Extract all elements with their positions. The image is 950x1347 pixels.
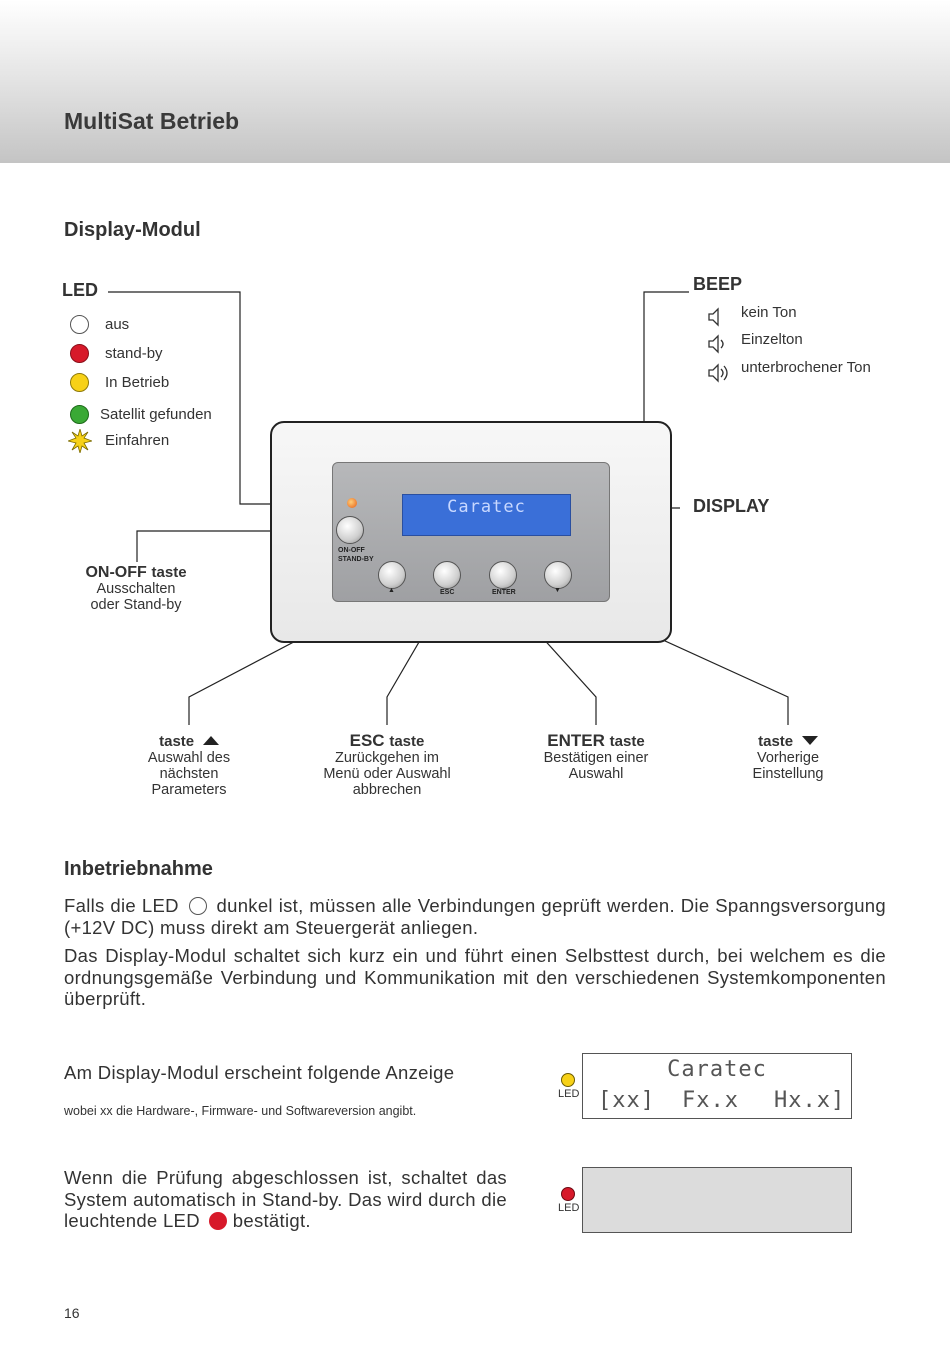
- step1-lcd-hw: [xx]: [598, 1088, 655, 1113]
- speaker-off-icon: [708, 307, 719, 327]
- step2-text: Wenn die Prüfung abgeschlossen ist, scha…: [64, 1167, 507, 1232]
- beep-state-interrupted: unterbrochener Ton: [741, 359, 871, 376]
- onoff-title: ON-OFF: [85, 564, 147, 581]
- header-band: [0, 0, 950, 163]
- commissioning-heading: Inbetriebnahme: [64, 858, 213, 880]
- down-button[interactable]: [544, 561, 572, 589]
- enter-callout-title: ENTER: [547, 731, 605, 750]
- onoff-button-label-line1: ON-OFF: [338, 547, 365, 554]
- down-desc-2: Einstellung: [752, 766, 824, 782]
- onoff-desc-2: oder Stand-by: [90, 597, 182, 613]
- step1-led-label: LED: [558, 1088, 580, 1100]
- led-standby-dot: [70, 344, 89, 363]
- page-number: 16: [64, 1305, 80, 1321]
- step1-note: wobei xx die Hardware-, Firmware- und So…: [64, 1104, 417, 1118]
- step1-lcd-sw: Hx.x]: [774, 1088, 846, 1113]
- led-state-off: aus: [105, 316, 130, 333]
- commissioning-paragraph-2: Das Display-Modul schaltet sich kurz ein…: [64, 945, 886, 1009]
- down-button-label: ▼: [554, 587, 561, 594]
- up-desc-3: Parameters: [151, 782, 227, 798]
- esc-callout-suffix: taste: [389, 733, 425, 750]
- led-heading: LED: [62, 280, 98, 300]
- led-off-inline-icon: [188, 897, 207, 915]
- enter-button[interactable]: [489, 561, 517, 589]
- onoff-suffix: taste: [151, 564, 187, 581]
- enter-desc-1: Bestätigen einer: [543, 750, 649, 766]
- step1-text: Am Display-Modul erscheint folgende Anze…: [64, 1062, 455, 1083]
- esc-callout-title: ESC: [349, 731, 385, 750]
- page-title: MultiSat Betrieb: [64, 108, 240, 134]
- speaker-single-icon: [708, 334, 724, 354]
- led-state-standby: stand-by: [105, 345, 163, 362]
- enter-callout: ENTER taste Bestätigen einer Auswahl: [511, 731, 681, 782]
- onoff-desc-1: Ausschalten: [96, 581, 176, 597]
- down-callout-suffix: taste: [758, 733, 794, 750]
- step1-lcd-display: Caratec [xx] Fx.x Hx.x]: [582, 1053, 852, 1119]
- step2-tail: bestätigt.: [232, 1210, 311, 1231]
- step1-lcd-line1: Caratec: [667, 1057, 767, 1082]
- led-state-retracting: Einfahren: [105, 432, 170, 449]
- led-blinking-icon: [68, 429, 92, 453]
- esc-callout: ESC taste Zurückgehen im Menü oder Auswa…: [300, 731, 474, 798]
- led-red-inline-icon: [209, 1212, 228, 1230]
- device-lcd-screen: Caratec: [402, 494, 571, 536]
- onoff-callout-title: ON-OFF taste: [60, 564, 212, 581]
- led-state-operating: In Betrieb: [105, 374, 170, 391]
- beep-state-single: Einzelton: [741, 331, 803, 348]
- enter-button-label: ENTER: [492, 589, 516, 596]
- esc-button-label: ESC: [440, 589, 455, 596]
- led-off-dot: [70, 315, 89, 334]
- speaker-interrupted-icon: [708, 363, 728, 383]
- down-callout: taste Vorherige Einstellung: [718, 733, 858, 783]
- up-callout: taste Auswahl des nächsten Parameters: [119, 733, 259, 799]
- up-callout-suffix: taste: [159, 733, 195, 750]
- step2-lcd-display-blank: [582, 1167, 852, 1233]
- step1-lcd-fw: Fx.x: [682, 1088, 739, 1113]
- step2-main: Wenn die Prüfung abgeschlossen ist, scha…: [64, 1167, 507, 1231]
- beep-state-none: kein Ton: [741, 304, 797, 321]
- esc-desc-3: abbrechen: [352, 782, 422, 798]
- onoff-button[interactable]: [336, 516, 364, 544]
- led-state-satellite-found: Satellit gefunden: [100, 406, 212, 423]
- up-desc-1: Auswahl des: [147, 750, 231, 766]
- enter-desc-2: Auswahl: [568, 766, 624, 782]
- up-button[interactable]: [378, 561, 406, 589]
- step2-led-label: LED: [558, 1202, 580, 1214]
- esc-button[interactable]: [433, 561, 461, 589]
- enter-callout-suffix: taste: [609, 733, 645, 750]
- onoff-button-label: ON-OFF STAND-BY: [338, 546, 374, 564]
- device-led: [347, 498, 357, 508]
- step1-led-dot: [561, 1073, 575, 1087]
- esc-desc-2: Menü oder Auswahl: [323, 766, 451, 782]
- arrow-down-icon: [801, 736, 818, 745]
- commissioning-paragraph-1: Falls die LED dunkel ist, müssen alle Ve…: [64, 895, 886, 938]
- beep-heading: BEEP: [693, 274, 743, 294]
- led-satellite-found-dot: [70, 405, 89, 424]
- step2-led-dot: [561, 1187, 575, 1201]
- up-button-label: ▲: [388, 587, 395, 594]
- onoff-button-label-line2: STAND-BY: [338, 556, 374, 563]
- onoff-callout: ON-OFF taste Ausschalten oder Stand-by: [60, 564, 212, 614]
- display-module-heading: Display-Modul: [64, 219, 201, 241]
- led-operating-dot: [70, 373, 89, 392]
- arrow-up-icon: [202, 736, 219, 745]
- para1-start: Falls die LED: [64, 895, 179, 916]
- device-lcd-text: Caratec: [447, 497, 526, 517]
- para1-end: dunkel ist, müssen alle Verbindungen gep…: [64, 895, 886, 938]
- display-callout-label: DISPLAY: [693, 496, 770, 516]
- up-desc-2: nächsten: [159, 766, 219, 782]
- esc-desc-1: Zurückgehen im: [335, 750, 439, 766]
- down-desc-1: Vorherige: [756, 750, 820, 766]
